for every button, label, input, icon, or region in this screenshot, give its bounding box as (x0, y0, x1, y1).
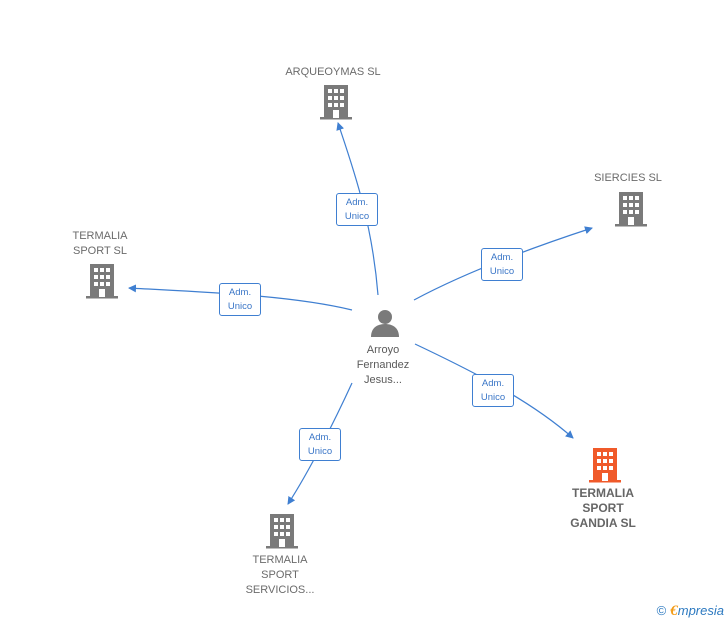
edge-label-siercies[interactable]: Adm.Unico (481, 248, 523, 281)
company-name-arqueoymas[interactable]: ARQUEOYMAS SL (285, 66, 381, 78)
person-icon[interactable] (370, 309, 400, 342)
building-icon[interactable] (86, 263, 118, 304)
edge-label-arqueoymas[interactable]: Adm.Unico (336, 193, 378, 226)
edge-label-termalia-sport[interactable]: Adm.Unico (219, 283, 261, 316)
edge-label-termalia-gandia[interactable]: Adm.Unico (472, 374, 514, 407)
edge-label-termalia-servicios[interactable]: Adm.Unico (299, 428, 341, 461)
company-name-termalia-gandia[interactable]: TERMALIA SPORT GANDIA SL (570, 486, 636, 530)
brand-logo-letter: € (670, 603, 678, 619)
empresia-watermark: ©€mpresia (657, 603, 724, 620)
person-name[interactable]: Arroyo Fernandez Jesus... (356, 344, 410, 386)
company-name-termalia-servicios[interactable]: TERMALIA SPORT SERVICIOS... (245, 554, 315, 596)
building-icon[interactable] (589, 447, 621, 488)
building-icon[interactable] (320, 84, 352, 125)
copyright-icon: © (656, 603, 667, 618)
brand-name: mpresia (677, 603, 724, 618)
company-name-siercies[interactable]: SIERCIES SL (594, 172, 662, 184)
company-name-termalia-sport[interactable]: TERMALIA SPORT SL (72, 230, 128, 257)
building-icon[interactable] (266, 513, 298, 554)
building-icon[interactable] (615, 191, 647, 232)
